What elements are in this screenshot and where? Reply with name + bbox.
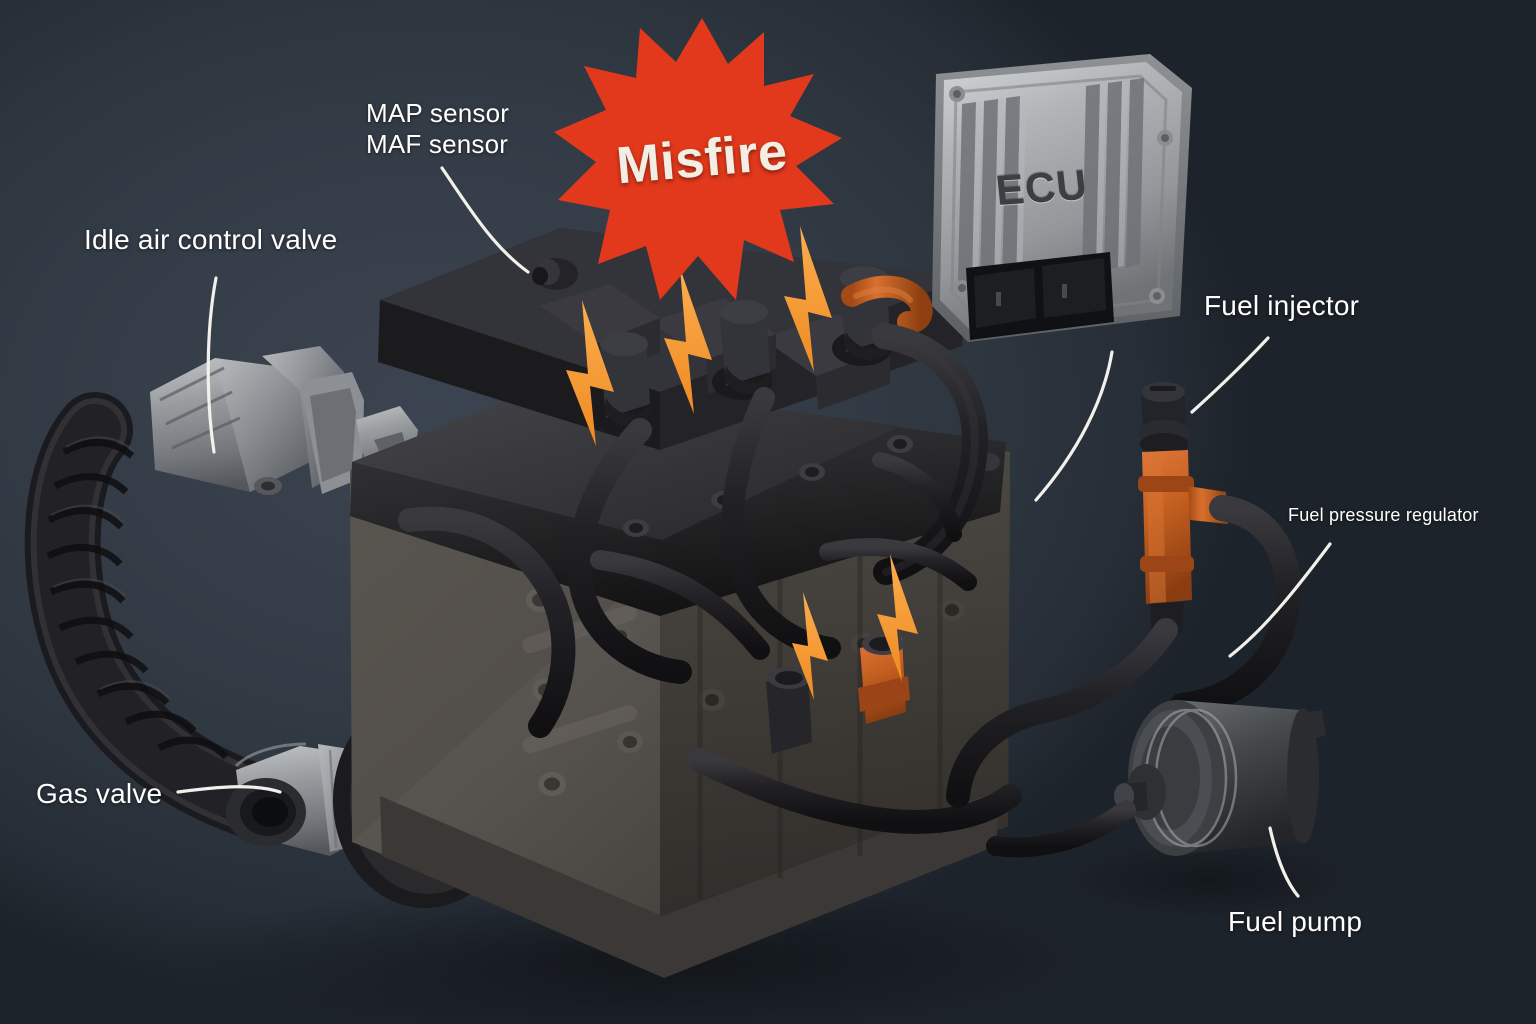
misfire-sparks <box>566 226 918 700</box>
label-fuel-pressure-regulator[interactable]: Fuel pressure regulator <box>1288 505 1479 525</box>
fuel-injector-part <box>946 382 1301 808</box>
ecu-module <box>932 54 1192 342</box>
map-maf-sensor-part <box>532 258 578 290</box>
valve-cover-bolts <box>518 435 1000 537</box>
leader-fuel-injector <box>1190 336 1270 414</box>
leader-regulator <box>1228 542 1332 658</box>
label-idle-air-control-valve[interactable]: Idle air control valve <box>84 224 338 255</box>
engine-hoses <box>398 323 1022 834</box>
label-map-sensor: MAP sensor <box>366 98 510 128</box>
leader-ecu <box>1034 350 1114 502</box>
misfire-starburst <box>554 18 842 300</box>
label-fuel-pump[interactable]: Fuel pump <box>1228 906 1363 937</box>
label-gas-valve[interactable]: Gas valve <box>36 778 163 809</box>
ecu-screws <box>949 86 1173 304</box>
leader-lines <box>176 166 1332 898</box>
misfire-badge-label: Misfire <box>614 122 790 196</box>
leader-idle-air <box>206 276 218 454</box>
misfire-badge[interactable]: Misfire <box>568 18 836 300</box>
label-maf-sensor: MAF sensor <box>366 128 509 159</box>
valve-cover <box>350 228 1006 616</box>
leader-gas-valve <box>176 785 282 794</box>
leader-fuel-pump <box>1268 826 1300 898</box>
label-map-maf-sensor[interactable]: MAP sensor MAF sensor <box>366 98 509 159</box>
label-fuel-injector[interactable]: Fuel injector <box>1204 290 1360 321</box>
fuel-pump-part <box>986 700 1326 858</box>
intake-hose-assembly <box>24 392 288 838</box>
idle-air-control-valve-part <box>150 346 418 495</box>
leader-map-maf <box>440 166 530 274</box>
ecu-connector <box>966 252 1114 340</box>
